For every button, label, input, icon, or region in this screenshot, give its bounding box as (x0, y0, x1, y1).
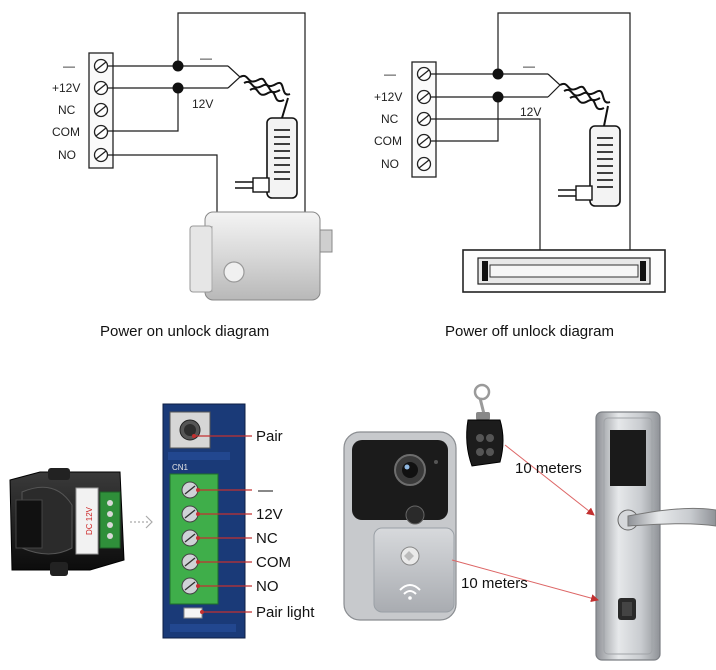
terminal-label-no: NO (381, 157, 399, 171)
wire-minus-label: — (523, 59, 535, 73)
terminal-screw-nc (416, 111, 432, 127)
power-on-caption: Power on unlock diagram (100, 323, 269, 340)
magnetic-lock (462, 249, 666, 293)
smart-door-lock (595, 411, 716, 661)
remote-key-fob (466, 383, 504, 467)
callout-pair-light: Pair light (256, 604, 315, 621)
callout-pair: Pair (256, 428, 283, 445)
terminal-screw-com (93, 124, 109, 140)
terminal-screw-12v (93, 80, 109, 96)
receiver-sticker: DC 12V (85, 506, 94, 535)
terminal-screw-nc (93, 102, 109, 118)
board-callouts (194, 435, 252, 613)
callout-12v: 12V (256, 506, 283, 523)
board-callout-dots (192, 434, 204, 614)
power-adapter (558, 82, 621, 207)
receiver-module: DC 12V (9, 468, 153, 576)
callout-no: NO (256, 578, 279, 595)
terminal-label-12v: +12V (374, 90, 402, 104)
doorbell-distance-label: 10 meters (461, 575, 528, 592)
terminal-label-minus: — (63, 59, 75, 73)
power-on-diagram: — +12V NC COM NO — 12V (52, 12, 333, 301)
callout-minus: — (258, 482, 273, 499)
terminal-label-12v: +12V (52, 81, 80, 95)
terminal-label-no: NO (58, 148, 76, 162)
wiring (431, 12, 631, 250)
terminal-label-nc: NC (58, 103, 76, 117)
terminal-screw-12v (416, 89, 432, 105)
circuit-board: CN1 (162, 403, 246, 639)
junction-dot (492, 91, 504, 103)
voltage-label: 12V (192, 97, 213, 111)
junction-dot (172, 60, 184, 72)
terminal-label-nc: NC (381, 112, 399, 126)
terminal-screw-minus (93, 58, 109, 74)
terminal-label-com: COM (374, 134, 402, 148)
voltage-label: 12V (520, 105, 541, 119)
power-off-diagram: — +12V NC COM NO — 12V (374, 12, 666, 293)
board-header-label: CN1 (172, 463, 189, 472)
junction-dot (172, 82, 184, 94)
junction-dot (492, 68, 504, 80)
terminal-screw-no (416, 156, 432, 172)
video-doorbell (343, 431, 457, 621)
remote-distance-label: 10 meters (515, 460, 582, 477)
power-off-caption: Power off unlock diagram (445, 323, 614, 340)
distance-arrows (451, 444, 599, 603)
terminal-screw-com (416, 133, 432, 149)
terminal-label-minus: — (384, 67, 396, 81)
wire-minus-label: — (200, 51, 212, 65)
callout-nc: NC (256, 530, 278, 547)
wiring (108, 12, 306, 212)
terminal-screw-no (93, 147, 109, 163)
electric-lock (189, 211, 333, 301)
callout-com: COM (256, 554, 291, 571)
power-adapter (235, 74, 298, 199)
terminal-screw-minus (416, 66, 432, 82)
terminal-label-com: COM (52, 125, 80, 139)
terminal-block (88, 52, 114, 169)
